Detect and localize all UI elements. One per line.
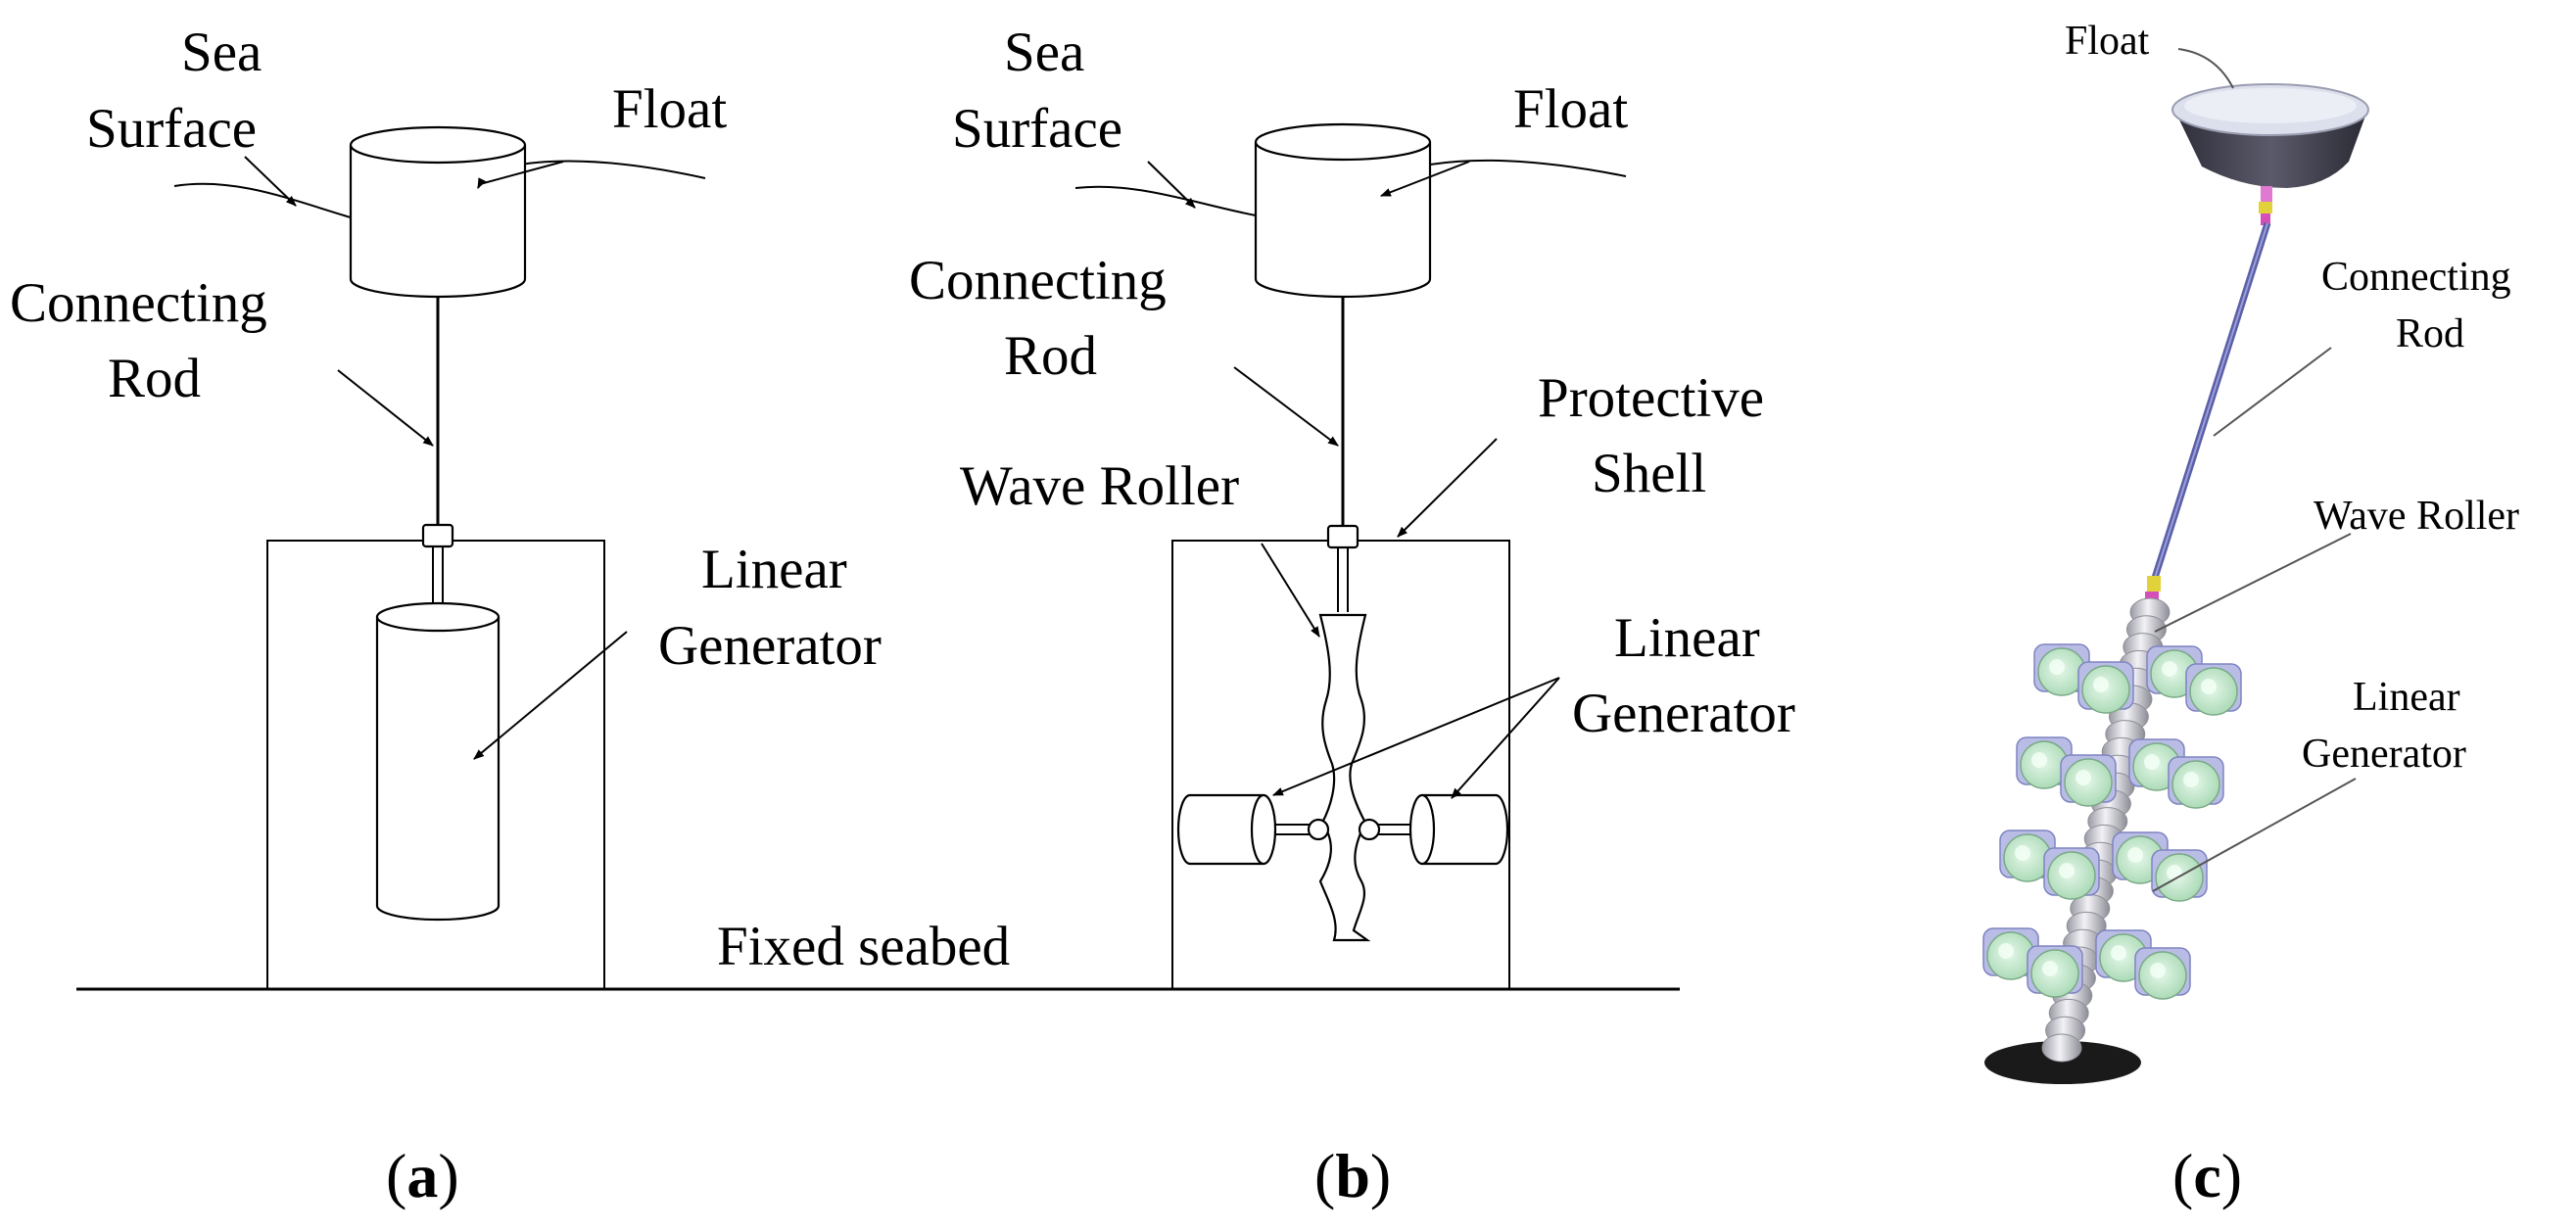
linear-generator-unit	[2043, 847, 2100, 900]
panel-b-shell-label-1: Protective	[1538, 367, 1764, 429]
panel-b-roller-leader	[1261, 543, 1320, 638]
panel-a-generator-leader	[473, 631, 628, 760]
panel-a-rod-label-1: Connecting	[10, 272, 267, 334]
panel-a-sea-leader	[244, 156, 297, 207]
panel-c-rod-label-1: Connecting	[2321, 255, 2511, 300]
panel-b-wave-roller	[1318, 613, 1371, 942]
wave-roller-segment	[2041, 1033, 2082, 1063]
panel-a-float-label: Float	[612, 78, 727, 140]
linear-generator-unit	[1999, 829, 2056, 882]
panel-b-coupler	[1326, 524, 1360, 549]
panel-b-generator-label-2: Generator	[1572, 683, 1795, 744]
panel-c-shadow	[1984, 1041, 2141, 1084]
linear-generator-unit	[2027, 945, 2083, 998]
linear-generator-unit	[2168, 756, 2224, 809]
panel-b-seabed-label: Fixed seabed	[717, 916, 1010, 977]
panel-b-sea-leader	[1147, 161, 1196, 209]
linear-generator-unit	[2060, 754, 2117, 807]
linear-generator-unit	[2016, 736, 2073, 789]
panel-b-generator-label-1: Linear	[1614, 607, 1760, 669]
panel-b-generator-leader-left	[1271, 677, 1560, 796]
panel-c-float-leader	[2177, 48, 2234, 89]
panel-c: Float Connecting Rod Wave Roller Linear …	[1982, 19, 2519, 1210]
panel-a-rod-leader	[337, 369, 434, 447]
panel-b-sea-label-2: Surface	[952, 98, 1122, 160]
panel-b-caption: (b)	[1314, 1141, 1391, 1210]
panel-a-generator-label-1: Linear	[701, 539, 847, 600]
panel-a-generator-label-2: Generator	[658, 615, 882, 677]
panel-b: Sea Surface Float Connecting Rod Protect…	[717, 22, 1795, 1210]
panel-a-caption: (a)	[386, 1141, 459, 1210]
linear-generator-unit	[2134, 947, 2191, 1000]
panel-a: Sea Surface Float Connecting Rod Linear …	[10, 22, 882, 1210]
panel-b-float	[1254, 122, 1432, 299]
panel-a-float	[349, 125, 527, 299]
panel-c-float-label: Float	[2065, 19, 2150, 64]
panel-b-shell-label-2: Shell	[1592, 443, 1706, 504]
panel-b-rod-leader	[1233, 366, 1339, 447]
panel-a-sea-label-1: Sea	[181, 22, 262, 83]
panel-b-rod-label-1: Connecting	[909, 250, 1167, 311]
panel-b-linear-generator-left	[1176, 793, 1330, 866]
panel-c-roller-leader	[2154, 533, 2352, 633]
panel-b-float-label: Float	[1513, 78, 1628, 140]
panel-b-roller-label: Wave Roller	[960, 455, 1239, 517]
panel-a-rod-label-2: Rod	[108, 348, 201, 409]
panel-c-rod-label-2: Rod	[2396, 311, 2464, 356]
panel-c-generator-leader	[2152, 778, 2357, 892]
linear-generator-unit	[2077, 661, 2134, 714]
panel-c-generator-label-2: Generator	[2302, 732, 2466, 777]
panel-c-roller-label: Wave Roller	[2314, 494, 2519, 539]
panel-b-float-leader	[1379, 161, 1470, 197]
panel-b-rod-label-2: Rod	[1004, 325, 1097, 387]
linear-generator-unit	[2185, 663, 2242, 716]
panel-c-rod-leader	[2213, 347, 2332, 437]
panel-a-sea-label-2: Surface	[86, 98, 257, 160]
panel-a-coupler	[421, 523, 454, 548]
panel-a-linear-generator	[375, 601, 501, 922]
linear-generator-icon	[1982, 643, 2242, 1000]
panel-b-linear-generator-right	[1358, 793, 1509, 866]
panel-c-caption: (c)	[2172, 1141, 2242, 1210]
panel-b-shell-leader	[1397, 438, 1498, 538]
panel-c-generator-label-1: Linear	[2353, 675, 2460, 720]
linear-generator-unit	[2033, 643, 2090, 696]
panel-b-generator-leader-right	[1451, 677, 1560, 799]
panel-b-sea-label-1: Sea	[1004, 22, 1084, 83]
panel-a-float-leader	[477, 161, 564, 189]
float-icon	[2171, 83, 2369, 225]
